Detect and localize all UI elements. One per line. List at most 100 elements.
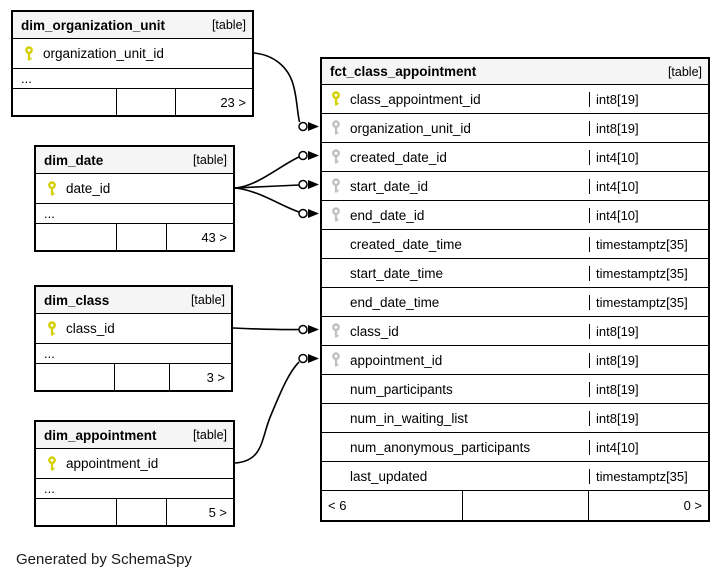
table-header: dim_date [table] — [36, 147, 233, 174]
column-name: appointment_id — [66, 456, 159, 471]
table-node-dim-date[interactable]: dim_date [table] date_id ... 43 > — [34, 145, 235, 252]
table-footer: < 6 0 > — [322, 491, 708, 520]
footer-cell — [117, 499, 167, 525]
column-name: organization_unit_id — [350, 120, 471, 136]
column-type: int8[19] — [589, 120, 708, 136]
column-type: int8[19] — [589, 410, 708, 426]
column-name: appointment_id — [350, 352, 443, 368]
parents-count[interactable]: < 6 — [322, 491, 463, 520]
table-node-dim-organization-unit[interactable]: dim_organization_unit [table] organizati… — [11, 10, 254, 117]
column-name: last_updated — [350, 468, 428, 484]
primary-key-icon — [25, 45, 33, 60]
column-name: organization_unit_id — [43, 46, 164, 61]
more-columns-ellipsis: ... — [36, 479, 233, 499]
relationship-arrowhead — [308, 122, 319, 131]
column-type: timestamptz[35] — [589, 468, 708, 484]
table-footer: 5 > — [36, 499, 233, 525]
table-footer: 43 > — [36, 224, 233, 250]
children-count[interactable]: 0 > — [683, 498, 702, 513]
column-row: organization_unit_id int8[19] — [322, 114, 708, 143]
column-row: date_id — [36, 174, 233, 204]
column-row: class_id int8[19] — [322, 317, 708, 346]
column-type: int8[19] — [589, 323, 708, 339]
primary-key-icon — [48, 320, 56, 335]
column-name: num_anonymous_participants — [350, 439, 531, 455]
primary-key-icon — [332, 91, 340, 106]
column-row: num_anonymous_participants int4[10] — [322, 433, 708, 462]
relationship-endpoint-circle — [298, 150, 308, 161]
table-header: dim_organization_unit [table] — [13, 12, 252, 39]
column-type: int4[10] — [589, 439, 708, 455]
relationship-endpoint-circle — [298, 208, 308, 219]
column-row: created_date_id int4[10] — [322, 143, 708, 172]
table-footer: 23 > — [13, 89, 252, 115]
relationship-line-dim-appointment-to-appointment-id — [234, 361, 300, 464]
table-tag: [table] — [192, 153, 227, 167]
column-name: class_id — [66, 321, 115, 336]
footer-cell — [117, 89, 176, 115]
column-name: start_date_id — [350, 178, 429, 194]
column-name: start_date_time — [350, 265, 444, 281]
generator-credit: Generated by SchemaSpy — [16, 551, 192, 568]
column-row: start_date_time timestamptz[35] — [322, 259, 708, 288]
table-header: dim_class [table] — [36, 287, 231, 314]
relationship-arrowhead — [308, 354, 319, 363]
foreign-key-icon — [332, 323, 340, 338]
column-type: int4[10] — [589, 149, 708, 165]
column-name: created_date_id — [350, 149, 447, 165]
table-title: fct_class_appointment — [330, 64, 477, 79]
footer-cell — [36, 364, 115, 390]
table-node-dim-appointment[interactable]: dim_appointment [table] appointment_id .… — [34, 420, 235, 527]
column-type: timestamptz[35] — [589, 294, 708, 310]
column-name: end_date_time — [350, 294, 440, 310]
column-row: last_updated timestamptz[35] — [322, 462, 708, 491]
footer-cell — [117, 224, 167, 250]
table-title: dim_date — [44, 152, 104, 168]
footer-cell — [13, 89, 117, 115]
table-title: dim_organization_unit — [21, 17, 166, 33]
table-tag: [table] — [211, 18, 246, 32]
column-name: date_id — [66, 181, 111, 196]
column-type: int4[10] — [589, 178, 708, 194]
table-tag: [table] — [192, 428, 227, 442]
column-row: class_id — [36, 314, 231, 344]
column-type: timestamptz[35] — [589, 236, 708, 252]
foreign-key-icon — [332, 352, 340, 367]
table-footer: 3 > — [36, 364, 231, 390]
column-type: timestamptz[35] — [589, 265, 708, 281]
column-type: int8[19] — [589, 91, 708, 107]
more-columns-ellipsis: ... — [36, 204, 233, 224]
table-header: fct_class_appointment [table] — [322, 59, 708, 85]
column-row: appointment_id int8[19] — [322, 346, 708, 375]
relationship-line-dim-organization-unit-to-organization-unit-id — [253, 52, 301, 123]
relationship-line-dim-class-to-class-id — [232, 327, 300, 331]
table-tag: [table] — [667, 64, 702, 79]
column-name: class_appointment_id — [350, 91, 481, 107]
column-row: num_participants int8[19] — [322, 375, 708, 404]
footer-cell — [463, 491, 589, 520]
foreign-key-icon — [332, 149, 340, 164]
column-name: end_date_id — [350, 207, 425, 223]
relationship-arrowhead — [308, 209, 319, 218]
column-row: appointment_id — [36, 449, 233, 479]
table-title: dim_appointment — [44, 427, 157, 443]
table-node-dim-class[interactable]: dim_class [table] class_id ... 3 > — [34, 285, 233, 392]
relationship-line-dim-date-to-end-date-id — [234, 187, 300, 213]
children-count[interactable]: 5 > — [208, 504, 227, 520]
relationship-arrowhead — [308, 180, 319, 189]
column-name: num_participants — [350, 381, 453, 397]
relationship-line-dim-date-to-start-date-id — [234, 184, 300, 189]
column-row: end_date_id int4[10] — [322, 201, 708, 230]
column-name: created_date_time — [350, 236, 462, 252]
column-type: int8[19] — [589, 381, 708, 397]
relationship-line-dim-date-to-created-date-id — [234, 156, 300, 189]
children-count[interactable]: 43 > — [201, 229, 227, 245]
relationship-endpoint-circle — [298, 353, 308, 364]
table-header: dim_appointment [table] — [36, 422, 233, 449]
foreign-key-icon — [332, 120, 340, 135]
column-row: start_date_id int4[10] — [322, 172, 708, 201]
children-count[interactable]: 3 > — [206, 369, 225, 385]
children-count[interactable]: 23 > — [220, 94, 246, 110]
table-node-fct-class-appointment[interactable]: fct_class_appointment [table] class_appo… — [320, 57, 710, 522]
